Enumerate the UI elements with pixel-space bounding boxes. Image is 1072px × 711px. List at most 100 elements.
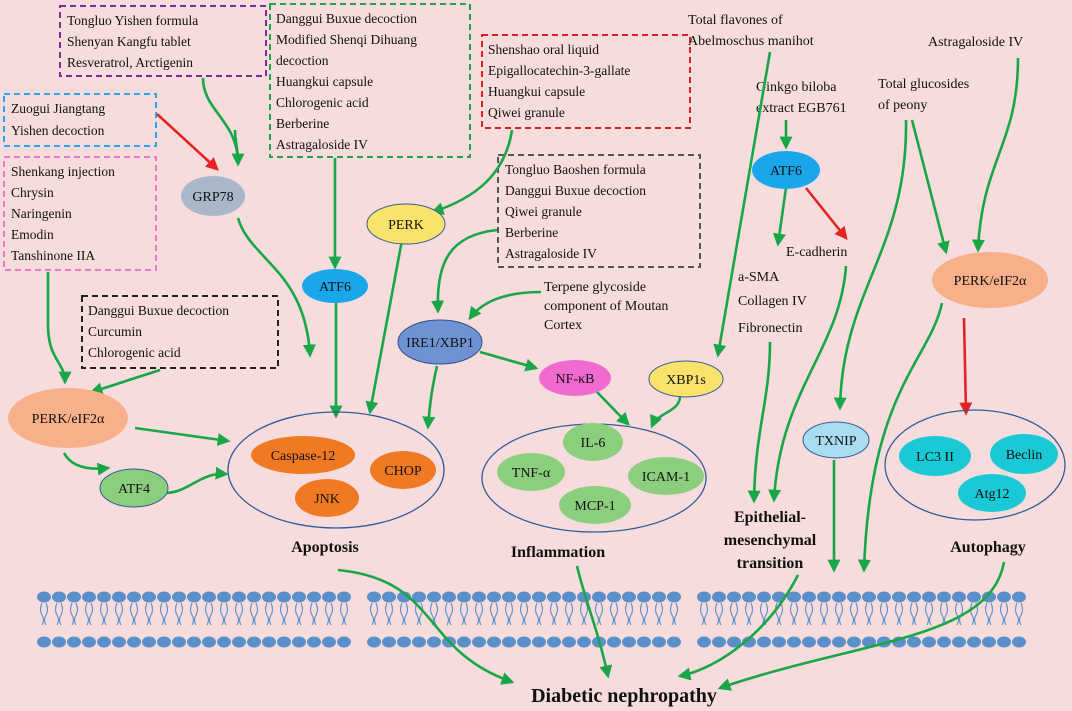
svg-text:Astragaloside IV: Astragaloside IV [505,246,597,261]
membrane-lipid-head [397,636,411,648]
membrane-lipid-tail [384,602,394,626]
arrow-perk-eif-to-apoptosis [134,426,231,446]
arrow-ecadherin-to-emt [768,265,848,503]
label-terpene: Terpene glycoside component of Moutan Co… [544,280,668,333]
membrane-lipid-tail [669,602,679,626]
membrane-lipid-head [307,591,321,603]
svg-text:Yishen decoction: Yishen decoction [11,123,105,138]
membrane-lipid-tail [999,602,1009,626]
node-grp78: GRP78 [181,176,245,216]
membrane-lipid-tail [804,602,814,626]
svg-text:Chlorogenic acid: Chlorogenic acid [88,345,181,360]
membrane-lipid-head [847,636,861,648]
membrane-lipid-head [172,591,186,603]
membrane-lipid-head [982,591,996,603]
svg-text:Caspase-12: Caspase-12 [271,449,336,464]
membrane-lipid-head [187,591,201,603]
membrane-lipid-head [442,591,456,603]
svg-text:Chrysin: Chrysin [11,185,54,200]
membrane-lipid-head [802,636,816,648]
svg-text:LC3 II: LC3 II [916,450,954,465]
membrane-lipid-tail [189,602,199,626]
node-tnfa: TNF-α [497,453,565,491]
svg-text:Cortex: Cortex [544,318,582,333]
membrane-lipid-head [142,636,156,648]
svg-text:Shenyan Kangfu tablet: Shenyan Kangfu tablet [67,34,191,49]
membrane-lipid-head [727,591,741,603]
svg-text:Berberine: Berberine [505,225,558,240]
membrane-lipid-tail [114,602,124,626]
membrane-lipid-head [382,591,396,603]
svg-text:Huangkui capsule: Huangkui capsule [488,84,585,99]
membrane-lipid-head [412,591,426,603]
arrow-zuogui-to-grp78 [156,113,219,171]
membrane-lipid-head [697,591,711,603]
membrane-lipid-head [922,636,936,648]
membrane-lipid-head [742,636,756,648]
membrane-lipid-tail [84,602,94,626]
node-atf6-left: ATF6 [302,269,368,303]
membrane-lipid-head [367,636,381,648]
membrane-lipid-tail [909,602,919,626]
arrow-perk-to-autophagy [959,317,973,416]
svg-text:GRP78: GRP78 [192,190,233,205]
arrow-autophagy-to-dn [717,561,1006,691]
label-collagen: Collagen IV [738,294,807,309]
membrane-lipid-head [562,636,576,648]
membrane-lipid-head [232,636,246,648]
membrane-lipid-head [802,591,816,603]
membrane-lipid-head [397,591,411,603]
svg-text:Berberine: Berberine [276,116,329,131]
membrane-lipid-tail [744,602,754,626]
cell-membrane [37,591,1026,648]
svg-text:Chlorogenic acid: Chlorogenic acid [276,95,369,110]
node-beclin: Beclin [990,434,1058,474]
svg-text:mesenchymal: mesenchymal [724,532,817,549]
node-lc3: LC3 II [899,436,971,476]
box-line: Huangkui capsule [276,74,373,89]
svg-text:Modified Shenqi Dihuang: Modified Shenqi Dihuang [276,32,417,47]
membrane-lipid-head [892,591,906,603]
arrow-inflammation-to-dn [575,565,613,679]
svg-text:Danggui Buxue decoction: Danggui Buxue decoction [276,11,417,26]
membrane-lipid-head [337,591,351,603]
arrow-apoptosis-to-dn [337,568,515,685]
arrow-atf6-to-ecadherin [804,187,848,241]
svg-text:Tongluo Yishen formula: Tongluo Yishen formula [67,13,198,28]
membrane-lipid-head [577,636,591,648]
box-line: Berberine [276,116,329,131]
svg-text:IL-6: IL-6 [581,436,606,451]
membrane-lipid-tail [144,602,154,626]
box-line: Resveratrol, Arctigenin [67,55,193,70]
membrane-lipid-head [82,591,96,603]
membrane-lipid-head [967,636,981,648]
arrow-danggui-black-to-perk-eif [89,368,161,395]
membrane-lipid-head [652,636,666,648]
membrane-lipid-tail [339,602,349,626]
node-xbp1s: XBP1s [648,360,724,398]
node-mcp1: MCP-1 [559,486,631,524]
membrane-lipid-head [862,636,876,648]
membrane-lipid-tail [129,602,139,626]
node-txnip: TXNIP [802,421,870,459]
membrane-lipid-head [52,591,66,603]
membrane-lipid-head [202,591,216,603]
box-line: Epigallocatechin-3-gallate [488,63,630,78]
membrane-lipid-head [862,591,876,603]
svg-text:Danggui Buxue decoction: Danggui Buxue decoction [88,303,229,318]
node-il6: IL-6 [563,423,623,461]
svg-text:Qiwei granule: Qiwei granule [505,204,582,219]
svg-text:component of Moutan: component of Moutan [544,299,668,314]
membrane-lipid-head [247,636,261,648]
svg-text:Shenkang injection: Shenkang injection [11,164,115,179]
membrane-lipid-tail [849,602,859,626]
membrane-lipid-tail [939,602,949,626]
svg-text:PERK: PERK [388,218,424,233]
membrane-lipid-tail [789,602,799,626]
membrane-lipid-tail [39,602,49,626]
title-apoptosis: Apoptosis [291,539,359,556]
box-line: Chlorogenic acid [88,345,181,360]
membrane-lipid-head [847,591,861,603]
membrane-lipid-head [742,591,756,603]
